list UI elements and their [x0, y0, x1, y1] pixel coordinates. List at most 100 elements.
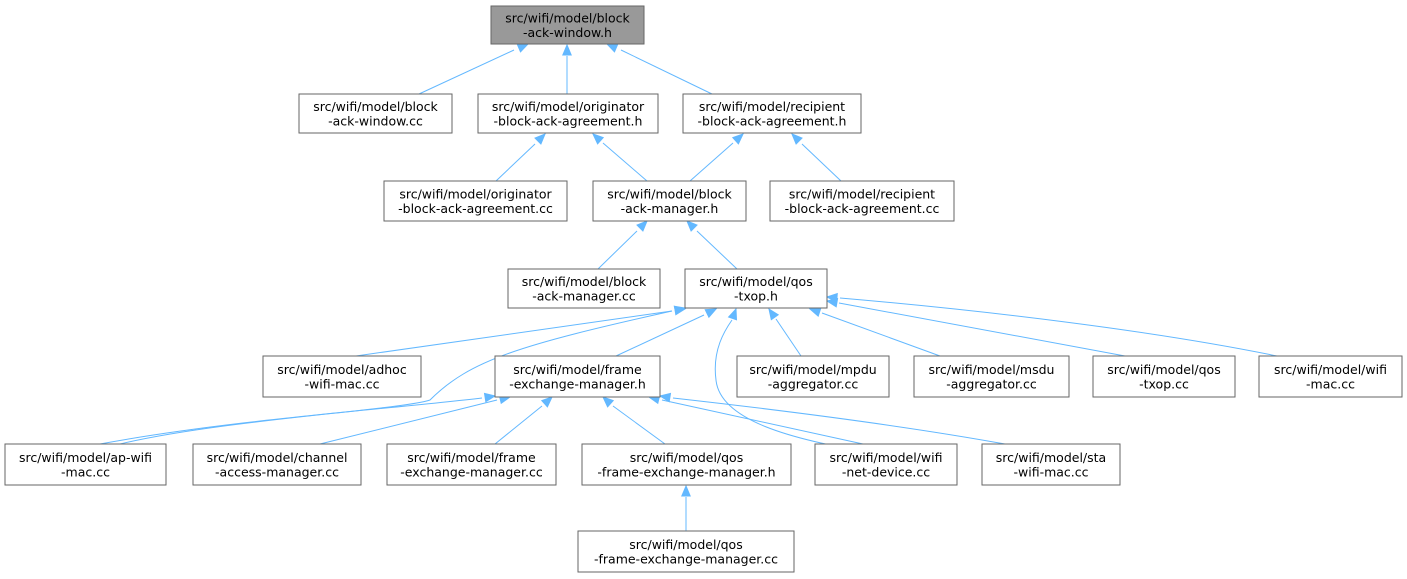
edge-block_ack_window_cc-to-block_ack_window_h	[418, 43, 530, 95]
edge-arrowhead	[540, 396, 553, 408]
edge-arrowhead	[483, 392, 497, 403]
edge-line	[821, 312, 941, 357]
edge-originator_h-to-block_ack_window_h	[562, 43, 572, 94]
edge-arrowhead	[534, 133, 546, 145]
node-frame-exchange-manager-cc[interactable]: src/wifi/model/frame-exchange-manager.cc	[386, 443, 557, 486]
node-box	[477, 93, 659, 134]
edge-line	[661, 399, 864, 445]
edge-wifi_net_device_cc-to-qos_txop_h	[714, 307, 881, 455]
node-box	[1092, 355, 1236, 398]
node-block-ack-manager-cc[interactable]: src/wifi/model/block-ack-manager.cc	[507, 268, 661, 309]
edge-arrowhead	[727, 307, 738, 321]
node-box	[814, 443, 958, 486]
edge-sta_wifi_mac_cc-to-frame_exchange_manager_h	[658, 392, 1006, 445]
node-label-line: src/wifi/model/recipient	[789, 186, 935, 201]
node-qos-frame-exchange-manager-cc[interactable]: src/wifi/model/qos-frame-exchange-manage…	[577, 530, 795, 573]
node-box	[682, 93, 862, 134]
node-label-line: src/wifi/model/block	[505, 10, 630, 25]
node-label-line: -block-ack-agreement.cc	[785, 201, 940, 216]
node-qos-txop-cc[interactable]: src/wifi/model/qos-txop.cc	[1092, 355, 1236, 398]
node-msdu-aggregator-cc[interactable]: src/wifi/model/msdu-aggregator.cc	[913, 355, 1070, 398]
node-label-line: src/wifi/model/originator	[399, 186, 552, 201]
node-box	[769, 180, 955, 222]
node-label-line: -mac.cc	[1306, 376, 1355, 391]
node-qos-txop-h[interactable]: src/wifi/model/qos-txop.h	[684, 268, 828, 309]
edge-arrowhead	[768, 307, 780, 321]
node-wifi-net-device-cc[interactable]: src/wifi/model/wifi-net-device.cc	[814, 443, 958, 486]
node-box	[507, 268, 661, 309]
node-label-line: -net-device.cc	[842, 464, 930, 479]
edge-qos_txop_cc-to-qos_txop_h	[825, 297, 1126, 357]
node-label-line: src/wifi/model/sta	[996, 450, 1106, 465]
node-label-line: -ack-window.cc	[328, 113, 423, 128]
edge-line	[775, 318, 802, 357]
node-originator-cc[interactable]: src/wifi/model/originator-block-ack-agre…	[383, 180, 568, 222]
node-adhoc-wifi-mac-cc[interactable]: src/wifi/model/adhoc-wifi-mac.cc	[262, 355, 422, 398]
edge-arrowhead	[562, 43, 572, 56]
node-box	[1258, 355, 1403, 398]
node-label-line: src/wifi/model/qos	[1107, 362, 1220, 377]
node-box	[298, 93, 453, 134]
node-label-line: src/wifi/model/block	[522, 274, 647, 289]
edge-arrowhead	[686, 220, 698, 232]
edge-line	[494, 405, 543, 445]
edge-arrowhead	[516, 43, 530, 53]
edge-line	[696, 230, 738, 270]
edge-wifi_mac_cc-to-qos_txop_h	[825, 292, 1278, 357]
node-recipient-cc[interactable]: src/wifi/model/recipient-block-ack-agree…	[769, 180, 955, 222]
edge-arrowhead	[825, 292, 838, 303]
node-box	[581, 443, 792, 486]
node-label-line: -wifi-mac.cc	[304, 376, 379, 391]
node-ap-wifi-mac-cc[interactable]: src/wifi/model/ap-wifi-mac.cc	[4, 443, 167, 486]
node-recipient-h[interactable]: src/wifi/model/recipient-block-ack-agree…	[682, 93, 862, 134]
node-box	[592, 180, 747, 222]
node-label-line: src/wifi/model/frame	[513, 362, 642, 377]
node-channel-access-manager-cc[interactable]: src/wifi/model/channel-access-manager.cc	[192, 443, 362, 486]
node-box	[490, 5, 645, 45]
node-block-ack-window-h: src/wifi/model/block-ack-window.h	[490, 5, 645, 45]
node-label-line: src/wifi/model/channel	[207, 450, 348, 465]
node-layer: src/wifi/model/block-ack-window.hsrc/wif…	[4, 5, 1403, 573]
edge-line	[602, 142, 648, 182]
node-originator-h[interactable]: src/wifi/model/originator-block-ack-agre…	[477, 93, 659, 134]
edge-ap_wifi_mac_cc-to-frame_exchange_manager_h	[99, 392, 497, 445]
edge-line	[495, 143, 536, 182]
node-label-line: -ack-manager.h	[621, 201, 719, 216]
node-frame-exchange-manager-h[interactable]: src/wifi/model/frame-exchange-manager.h	[494, 355, 661, 398]
node-sta-wifi-mac-cc[interactable]: src/wifi/model/sta-wifi-mac.cc	[981, 443, 1121, 486]
node-label-line: -wifi-mac.cc	[1013, 464, 1088, 479]
node-box	[386, 443, 557, 486]
edge-frame_exchange_manager_h-to-qos_txop_h	[615, 308, 718, 357]
node-label-line: src/wifi/model/recipient	[699, 99, 845, 114]
edge-arrowhead	[592, 133, 605, 145]
node-box	[577, 530, 795, 573]
node-box	[736, 355, 890, 398]
edge-arrowhead	[602, 396, 615, 408]
edge-line	[418, 49, 515, 95]
edge-arrowhead	[673, 305, 687, 316]
edge-line	[801, 143, 842, 182]
node-box	[684, 268, 828, 309]
edge-channel_access_manager_cc-to-frame_exchange_manager_h	[319, 394, 512, 445]
edge-msdu_aggregator_cc-to-qos_txop_h	[808, 307, 941, 357]
node-label-line: src/wifi/model/frame	[407, 450, 536, 465]
node-label-line: -ack-window.h	[523, 25, 612, 40]
node-mpdu-aggregator-cc[interactable]: src/wifi/model/mpdu-aggregator.cc	[736, 355, 890, 398]
node-block-ack-window-cc[interactable]: src/wifi/model/block-ack-window.cc	[298, 93, 453, 134]
node-label-line: src/wifi/model/qos	[629, 537, 742, 552]
edge-mpdu_aggregator_cc-to-qos_txop_h	[768, 307, 802, 357]
node-label-line: -block-ack-agreement.h	[494, 113, 643, 128]
edge-qos_frame_exchange_manager_h-to-frame_exchange_manager_h	[602, 396, 666, 445]
edge-layer	[99, 43, 1278, 531]
node-box	[4, 443, 167, 486]
node-box	[383, 180, 568, 222]
node-label-line: -aggregator.cc	[768, 376, 859, 391]
node-label-line: -exchange-manager.cc	[400, 464, 543, 479]
node-block-ack-manager-h[interactable]: src/wifi/model/block-ack-manager.h	[592, 180, 747, 222]
node-label-line: -txop.cc	[1139, 376, 1189, 391]
node-qos-frame-exchange-manager-h[interactable]: src/wifi/model/qos-frame-exchange-manage…	[581, 443, 792, 486]
edge-line	[689, 142, 734, 182]
edge-arrowhead	[605, 43, 619, 53]
edge-arrowhead	[636, 220, 648, 232]
node-wifi-mac-cc[interactable]: src/wifi/model/wifi-mac.cc	[1258, 355, 1403, 398]
